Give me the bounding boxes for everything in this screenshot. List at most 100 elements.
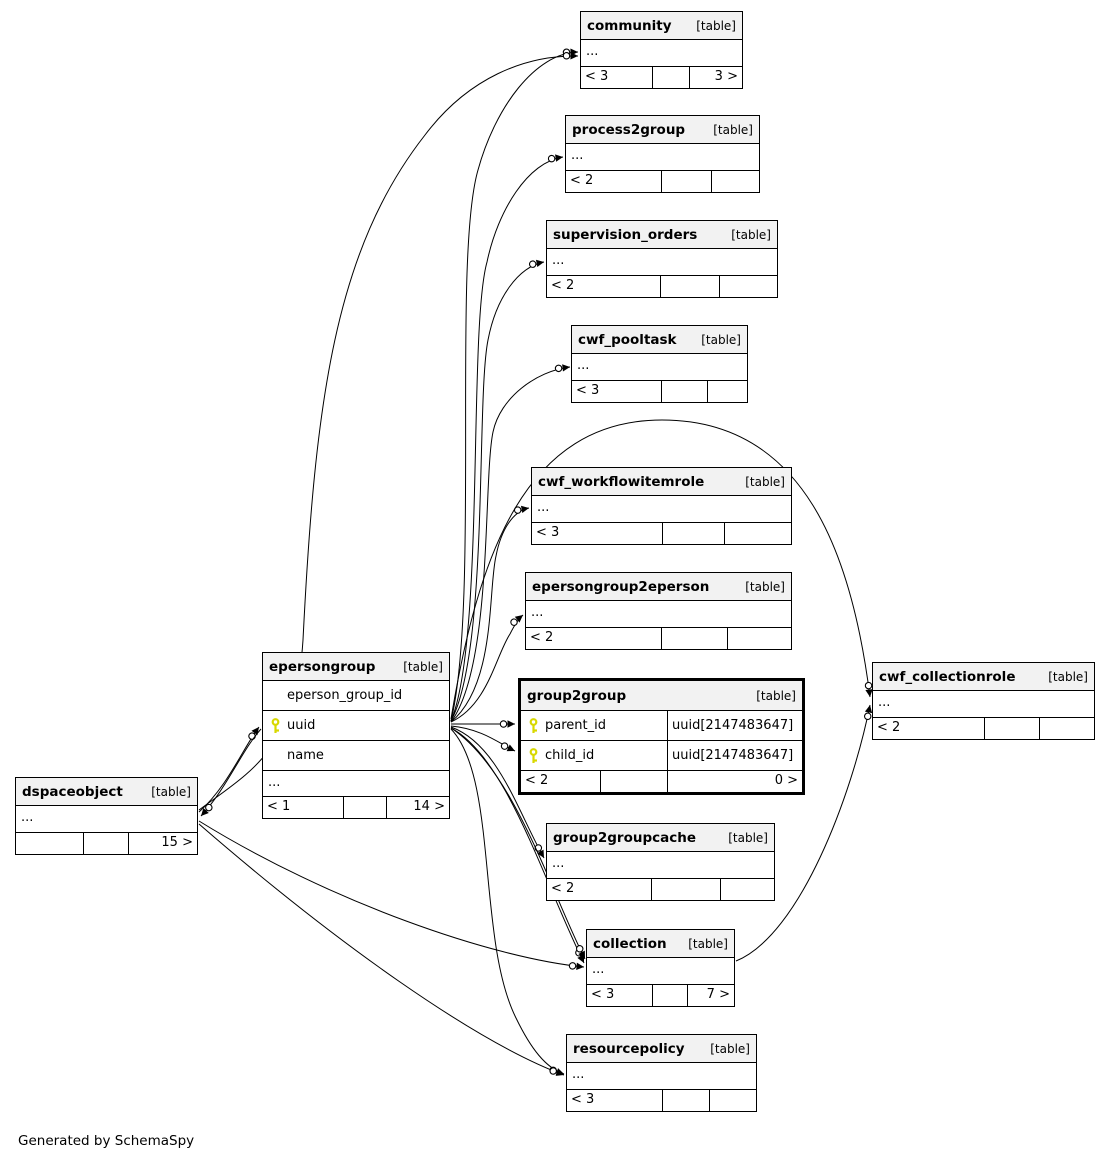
table-name: resourcepolicy xyxy=(573,1040,685,1057)
footer-parents-count xyxy=(710,171,759,192)
table-name: epersongroup2eperson xyxy=(532,578,710,595)
table-header: cwf_pooltask [table] xyxy=(572,326,747,354)
table-header: group2group [table] xyxy=(521,681,802,711)
columns-ellipsis: ... xyxy=(263,771,449,797)
table-footer: < 3 xyxy=(572,381,747,402)
table-cwf-collectionrole[interactable]: cwf_collectionrole [table] ... < 2 xyxy=(872,662,1095,740)
footer-mid-cell xyxy=(661,381,707,402)
table-type-tag: [table] xyxy=(688,936,728,951)
table-type-tag: [table] xyxy=(1048,669,1088,684)
table-group2groupcache[interactable]: group2groupcache [table] ... < 2 xyxy=(546,823,775,901)
table-type-tag: [table] xyxy=(745,579,785,594)
table-community[interactable]: community [table] ... < 3 3 > xyxy=(580,11,743,89)
relationship-line xyxy=(450,726,545,859)
table-footer: < 2 xyxy=(566,171,759,192)
relationship-line xyxy=(450,364,571,723)
table-name: collection xyxy=(593,935,667,952)
table-footer: < 2 xyxy=(547,879,774,900)
primary-key-icon xyxy=(521,747,545,764)
relationship-line xyxy=(450,48,579,722)
column-name: uuid xyxy=(287,718,316,733)
table-type-tag: [table] xyxy=(728,830,768,845)
table-type-tag: [table] xyxy=(745,474,785,489)
table-cwf-pooltask[interactable]: cwf_pooltask [table] ... < 3 xyxy=(571,325,748,403)
table-footer: < 3 3 > xyxy=(581,67,742,88)
columns-ellipsis: ... xyxy=(547,852,774,879)
table-header: supervision_orders [table] xyxy=(547,221,777,249)
table-footer: < 3 7 > xyxy=(587,985,734,1006)
table-dspaceobject[interactable]: dspaceobject [table] ... 15 > xyxy=(15,777,198,855)
table-name: group2group xyxy=(527,687,627,704)
table-name: epersongroup xyxy=(269,658,376,675)
table-collection[interactable]: collection [table] ... < 3 7 > xyxy=(586,929,735,1007)
table-name: community xyxy=(587,17,672,34)
column-row-eperson-group-id: eperson_group_id xyxy=(263,681,449,711)
footer-children-count: < 3 xyxy=(536,525,560,540)
footer-children-count: < 2 xyxy=(525,773,549,788)
relationship-line xyxy=(200,728,262,817)
table-footer: < 2 0 > xyxy=(521,771,802,792)
footer-parents-count: 15 > xyxy=(128,833,197,854)
columns-ellipsis: ... xyxy=(567,1063,756,1090)
footer-children-count: < 3 xyxy=(591,987,615,1002)
table-epersongroup2eperson[interactable]: epersongroup2eperson [table] ... < 2 xyxy=(525,572,792,650)
table-footer: < 3 xyxy=(567,1090,756,1111)
relationship-line xyxy=(450,727,585,964)
table-resourcepolicy[interactable]: resourcepolicy [table] ... < 3 xyxy=(566,1034,757,1112)
relationship-line xyxy=(198,820,585,970)
table-footer: < 3 xyxy=(532,523,791,544)
footer-parents-count xyxy=(706,381,747,402)
footer-parents-count: 14 > xyxy=(385,797,449,818)
column-row-parent-id: parent_id uuid[2147483647] xyxy=(521,711,802,741)
relationship-line xyxy=(450,727,586,960)
footer-children-count: < 2 xyxy=(551,278,575,293)
footer-mid-cell xyxy=(651,879,719,900)
relationship-line xyxy=(450,614,524,723)
columns-ellipsis: ... xyxy=(566,144,759,171)
table-header: epersongroup [table] xyxy=(263,653,449,681)
relationship-line xyxy=(198,823,565,1076)
table-epersongroup[interactable]: epersongroup [table] eperson_group_id uu… xyxy=(262,652,450,819)
columns-ellipsis: ... xyxy=(587,958,734,985)
footer-mid-cell xyxy=(651,67,689,88)
table-header: cwf_collectionrole [table] xyxy=(873,663,1094,691)
column-row-name: name xyxy=(263,741,449,771)
table-name: dspaceobject xyxy=(22,783,123,800)
footer-children-count: < 3 xyxy=(585,69,609,84)
footer-children-count: < 1 xyxy=(267,799,291,814)
columns-ellipsis: ... xyxy=(547,249,777,276)
footer-children-count xyxy=(16,833,83,854)
columns-ellipsis: ... xyxy=(873,691,1094,718)
relationship-line xyxy=(735,704,873,962)
footer-parents-count: 0 > xyxy=(667,771,802,792)
relationship-line xyxy=(450,154,564,722)
relationship-line xyxy=(198,726,260,813)
table-type-tag: [table] xyxy=(696,18,736,33)
table-group2group[interactable]: group2group [table] parent_id uuid[21474… xyxy=(518,678,805,795)
relationship-line xyxy=(450,725,516,752)
footer-mid-cell xyxy=(82,833,128,854)
table-name: supervision_orders xyxy=(553,226,698,243)
footer-parents-count xyxy=(1038,718,1094,739)
columns-ellipsis: ... xyxy=(572,354,747,381)
footer-mid-cell xyxy=(342,797,386,818)
primary-key-icon xyxy=(263,717,287,734)
table-cwf-workflowitemrole[interactable]: cwf_workflowitemrole [table] ... < 3 xyxy=(531,467,792,545)
footer-parents-count xyxy=(727,628,791,649)
table-name: process2group xyxy=(572,121,686,138)
table-type-tag: [table] xyxy=(710,1041,750,1056)
columns-ellipsis: ... xyxy=(581,40,742,67)
footer-children-count: < 2 xyxy=(530,630,554,645)
columns-ellipsis: ... xyxy=(526,601,791,628)
footer-children-count: < 2 xyxy=(570,173,594,188)
column-type: uuid[2147483647] xyxy=(667,741,802,770)
table-process2group[interactable]: process2group [table] ... < 2 xyxy=(565,115,760,193)
table-supervision-orders[interactable]: supervision_orders [table] ... < 2 xyxy=(546,220,778,298)
footer-children-count: < 2 xyxy=(877,720,901,735)
table-name: group2groupcache xyxy=(553,829,697,846)
table-type-tag: [table] xyxy=(713,122,753,137)
footer-mid-cell xyxy=(661,628,727,649)
columns-ellipsis: ... xyxy=(16,806,197,833)
column-row-child-id: child_id uuid[2147483647] xyxy=(521,741,802,771)
